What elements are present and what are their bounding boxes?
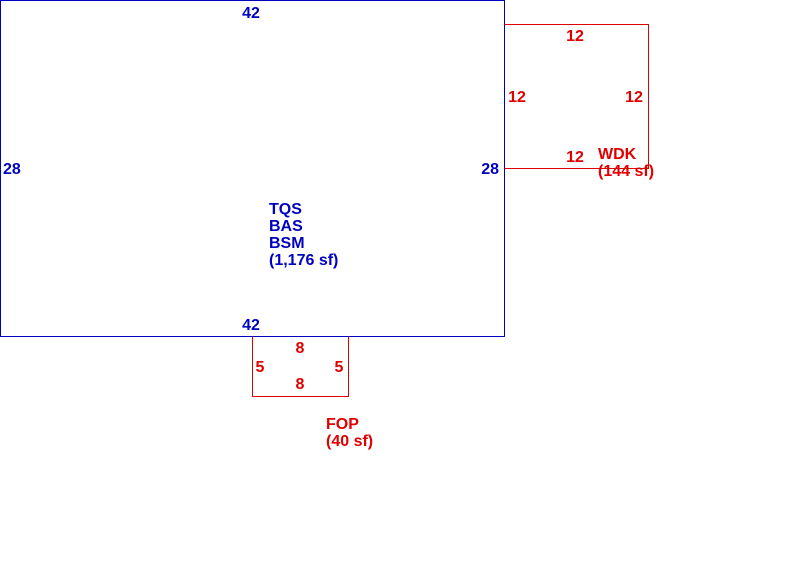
fop-dim-top: 8 xyxy=(296,340,305,357)
main-structure: 42 42 28 28 TQS BAS BSM (1,176 sf) xyxy=(0,0,505,337)
main-code-bas: BAS xyxy=(269,218,303,235)
wdk-dim-right: 12 xyxy=(625,89,643,106)
main-dim-right: 28 xyxy=(481,161,499,178)
fop-area-label: (40 sf) xyxy=(326,433,373,450)
wdk-structure: 12 12 12 12 WDK (144 sf) xyxy=(504,24,654,180)
main-area-label: (1,176 sf) xyxy=(269,252,338,269)
wdk-dim-top: 12 xyxy=(566,28,584,45)
main-structure-outline xyxy=(0,0,505,337)
fop-outline xyxy=(252,336,349,397)
main-dim-top: 42 xyxy=(242,5,260,22)
main-code-bsm: BSM xyxy=(269,235,305,252)
wdk-dim-bottom: 12 xyxy=(566,149,584,166)
wdk-code: WDK xyxy=(598,146,637,163)
main-dim-bottom: 42 xyxy=(242,317,260,334)
wdk-area-label: (144 sf) xyxy=(598,163,654,180)
fop-structure: 8 5 5 8 FOP (40 sf) xyxy=(252,336,373,450)
fop-dim-right: 5 xyxy=(335,359,344,376)
wdk-outline xyxy=(504,24,649,169)
fop-code: FOP xyxy=(326,416,359,433)
wdk-dim-left: 12 xyxy=(508,89,526,106)
main-code-tqs: TQS xyxy=(269,201,302,218)
fop-dim-left: 5 xyxy=(256,359,265,376)
main-dim-left: 28 xyxy=(3,161,21,178)
fop-dim-bottom: 8 xyxy=(296,376,305,393)
